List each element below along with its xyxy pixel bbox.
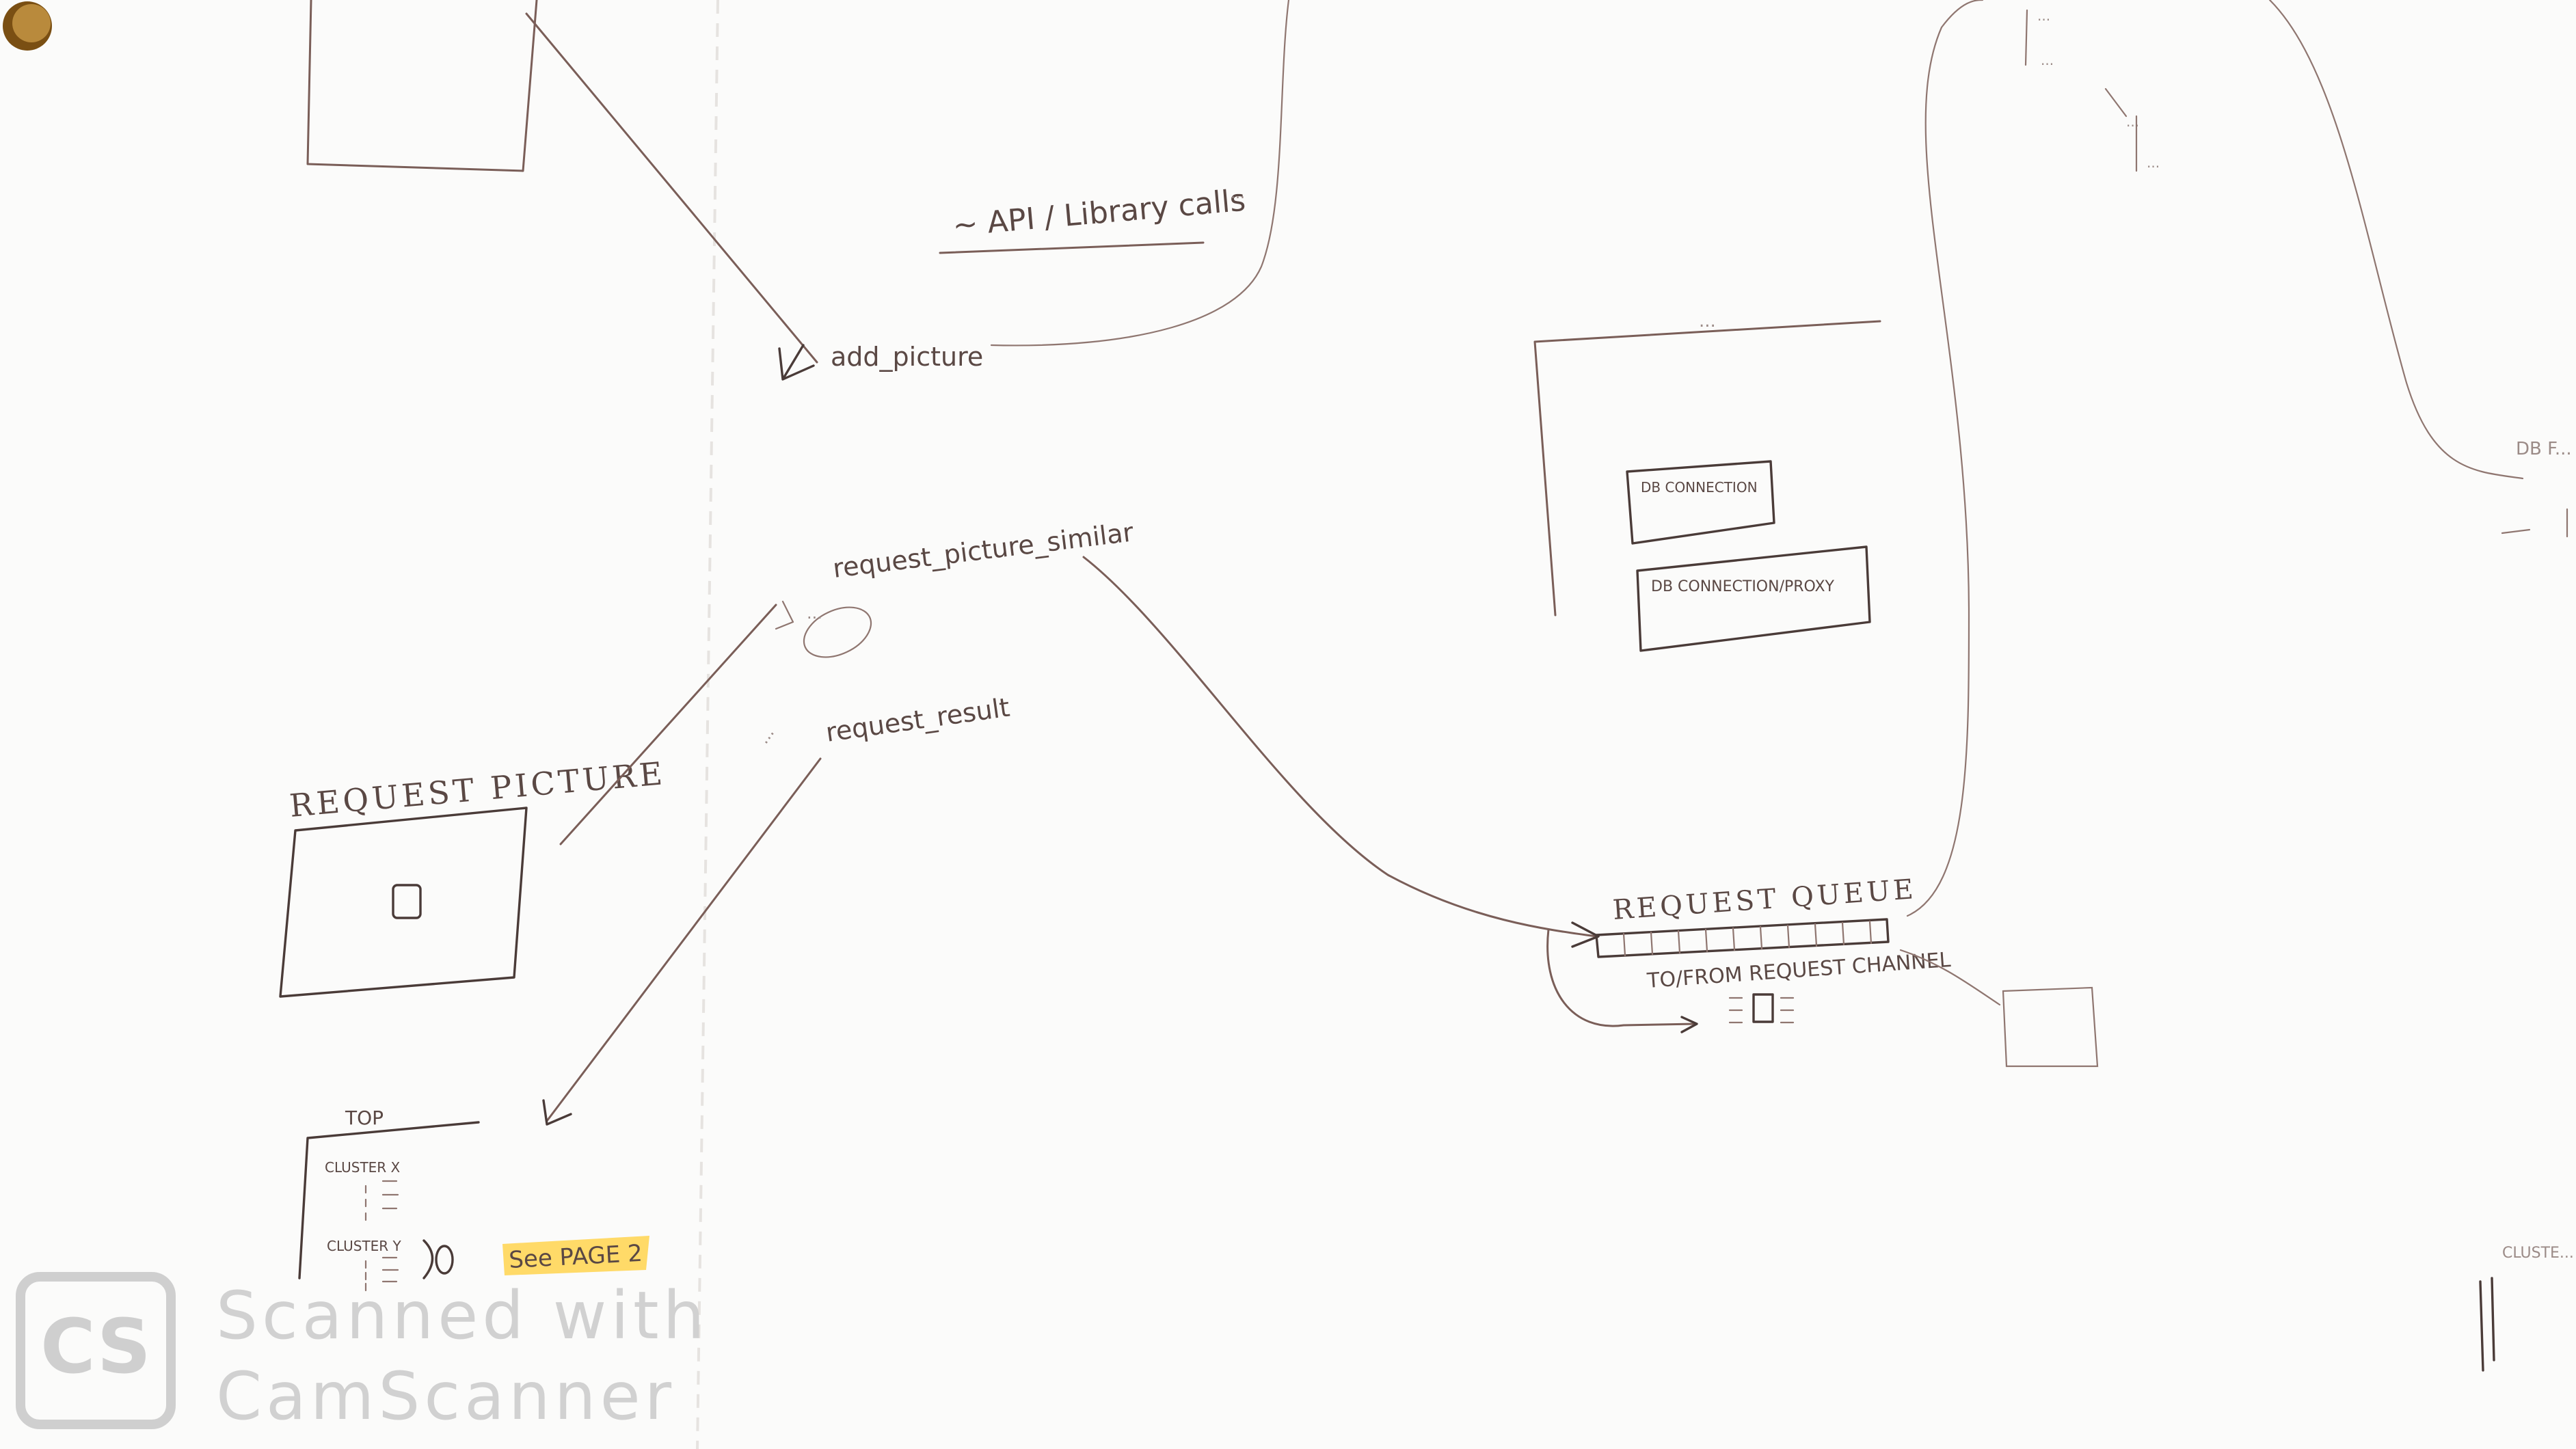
svg-text:CS: CS xyxy=(40,1303,151,1390)
label-cluster-x: CLUSTER X xyxy=(325,1159,401,1176)
svg-text:...: ... xyxy=(2037,8,2050,24)
right-edge-marks xyxy=(2501,508,2568,538)
request-side-connector xyxy=(1899,949,2001,1006)
upper-frame xyxy=(1533,320,1881,617)
label-right-edge-bottom: CLUSTE... STORING T... xyxy=(2502,1245,2576,1262)
arrow-head-add-picture xyxy=(778,344,815,381)
cluster-y-items xyxy=(364,1239,454,1292)
api-side-note: ... xyxy=(1231,185,1245,202)
title-top: TOP xyxy=(345,1107,384,1129)
label-cluster-y: CLUSTER Y xyxy=(327,1238,402,1254)
svg-text:...: ... xyxy=(807,604,822,623)
request-side-box xyxy=(2002,986,2099,1068)
camscanner-logo: CS xyxy=(16,1272,176,1429)
paper-fold-line xyxy=(696,0,719,1449)
label-request-picture-similar: request_picture_similar xyxy=(831,517,1136,584)
camscanner-watermark: Scanned with CamScanner xyxy=(216,1275,708,1437)
request-queue xyxy=(1595,918,1890,958)
cluster-x-items xyxy=(364,1180,399,1221)
upper-frame-title: ... xyxy=(1699,311,1716,331)
svg-text:...: ... xyxy=(2126,113,2139,130)
request-picture-icon xyxy=(392,884,422,919)
api-curve xyxy=(990,0,1290,347)
api-underline xyxy=(939,241,1205,254)
right-edge-bottom-bracket xyxy=(2479,1277,2495,1372)
connector-request-picture-up xyxy=(559,604,777,845)
arrow-head-request-queue xyxy=(1571,921,1600,948)
title-request-queue: REQUEST QUEUE xyxy=(1611,874,1918,926)
connector-result-to-top xyxy=(546,757,822,1122)
upper-right-notes: ... ... ... ... xyxy=(2024,8,2160,172)
db-connection-proxy-box xyxy=(1636,545,1871,652)
arrow-to-request-picture-similar xyxy=(775,600,794,630)
request-result-note: ... xyxy=(753,724,778,748)
worker-icon xyxy=(1728,993,1795,1024)
label-request-result: request_result xyxy=(824,692,1011,748)
right-curve-from-queue xyxy=(1906,0,1984,917)
punched-hole xyxy=(3,1,52,51)
label-api-library-calls: ~ API / Library calls xyxy=(952,183,1247,243)
svg-text:...: ... xyxy=(2147,154,2160,171)
request-picture-similar-note: ... xyxy=(803,604,872,658)
label-right-edge-top: DB F... xyxy=(2516,439,2572,459)
label-request-channel: TO/FROM REQUEST CHANNEL xyxy=(1646,948,1952,993)
arrow-head-top xyxy=(542,1099,572,1126)
label-add-picture: add_picture xyxy=(831,342,983,372)
see-page-2-highlight: See PAGE 2 xyxy=(502,1236,649,1275)
connector-box-to-add-picture xyxy=(525,12,818,364)
request-queue-loop xyxy=(1546,928,1697,1027)
watermark-line-1: Scanned with xyxy=(216,1277,709,1354)
right-edge-curve xyxy=(2268,0,2524,480)
top-left-box xyxy=(306,0,538,172)
watermark-line-2: CamScanner xyxy=(216,1358,676,1435)
connector-to-request-queue xyxy=(1082,556,1598,938)
db-connection-box xyxy=(1626,460,1775,545)
label-db-connection-proxy: DB CONNECTION/PROXY xyxy=(1651,578,1835,595)
svg-text:...: ... xyxy=(2041,52,2054,68)
request-picture-box xyxy=(279,807,528,998)
top-panel-frame xyxy=(298,1121,480,1279)
request-queue-loop-arrow xyxy=(1680,1016,1698,1033)
label-db-connection: DB CONNECTION xyxy=(1641,479,1758,496)
